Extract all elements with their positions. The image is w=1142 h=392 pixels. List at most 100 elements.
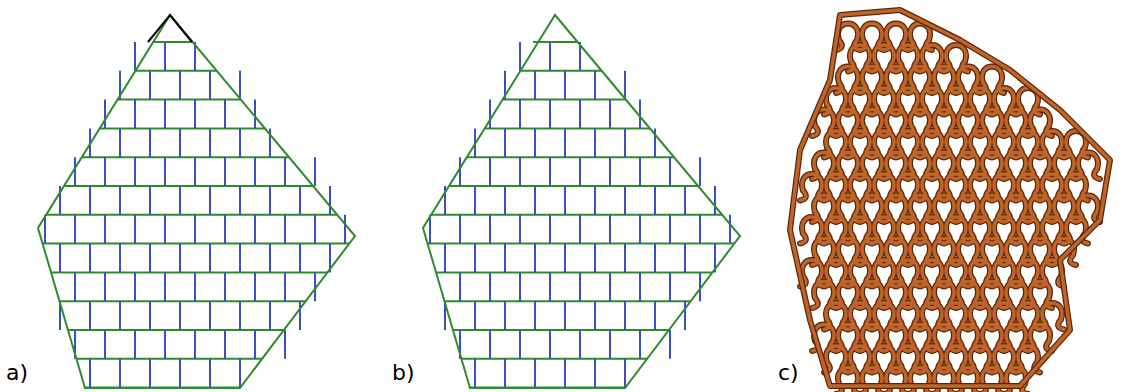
wale-line: [224, 330, 226, 359]
wale-line: [134, 272, 136, 301]
wale-line: [504, 128, 506, 157]
wale-line: [209, 128, 211, 157]
course-line: [0, 70, 380, 72]
wale-line: [104, 100, 106, 129]
wale-line: [209, 71, 211, 100]
wale-line: [164, 100, 166, 129]
wale-line: [179, 359, 181, 388]
wale-line: [194, 215, 196, 244]
course-line: [385, 243, 765, 245]
course-line: [0, 300, 380, 302]
wale-line: [624, 301, 626, 330]
wale-line: [639, 330, 641, 359]
wale-line: [684, 186, 686, 215]
wale-line: [284, 330, 286, 359]
wale-line: [164, 42, 166, 71]
course-line: [385, 329, 765, 331]
wale-line: [624, 71, 626, 100]
wale-line: [594, 301, 596, 330]
wale-line: [489, 330, 491, 359]
mesh-outline-b: [423, 15, 740, 388]
knit-yarn: [790, 10, 1110, 392]
wale-line: [549, 42, 551, 71]
wale-line: [549, 100, 551, 129]
yarn-edge-shadow: [790, 10, 1110, 386]
wale-line: [474, 244, 476, 273]
wale-line: [624, 244, 626, 273]
wale-line: [474, 186, 476, 215]
course-line: [0, 358, 380, 360]
wale-line: [134, 100, 136, 129]
wale-line: [519, 157, 521, 186]
wale-line: [504, 244, 506, 273]
course-line: [0, 271, 380, 273]
wale-line: [239, 301, 241, 330]
wale-line: [224, 215, 226, 244]
wale-line: [89, 359, 91, 388]
wale-line: [669, 272, 671, 301]
wale-line: [149, 244, 151, 273]
wale-line: [564, 128, 566, 157]
wale-line: [194, 157, 196, 186]
wale-line: [624, 186, 626, 215]
wale-line: [549, 157, 551, 186]
wale-line: [609, 330, 611, 359]
wale-line: [534, 244, 536, 273]
wale-line: [344, 215, 346, 244]
wale-line: [564, 244, 566, 273]
course-line: [385, 99, 765, 101]
wale-line: [564, 71, 566, 100]
wale-line: [564, 186, 566, 215]
wale-line: [459, 272, 461, 301]
wale-line: [119, 128, 121, 157]
wale-line: [729, 215, 731, 244]
wale-line: [594, 244, 596, 273]
wale-line: [669, 215, 671, 244]
wale-line: [654, 244, 656, 273]
wale-line: [209, 186, 211, 215]
wale-line: [699, 157, 701, 186]
wale-line: [179, 128, 181, 157]
wale-line: [549, 272, 551, 301]
wale-line: [579, 272, 581, 301]
wale-line: [564, 359, 566, 388]
wale-line: [534, 128, 536, 157]
wale-line: [119, 244, 121, 273]
course-line: [385, 214, 765, 216]
wale-line: [239, 244, 241, 273]
course-line: [0, 127, 380, 129]
wale-line: [254, 330, 256, 359]
wale-line: [149, 128, 151, 157]
wale-line: [534, 301, 536, 330]
black-triangle: [148, 15, 192, 42]
wale-line: [594, 71, 596, 100]
wale-line: [534, 359, 536, 388]
course-line: [0, 329, 380, 331]
wale-line: [624, 359, 626, 388]
wale-line: [504, 301, 506, 330]
wale-line: [89, 301, 91, 330]
wale-line: [134, 330, 136, 359]
wale-line: [579, 330, 581, 359]
wale-line: [254, 100, 256, 129]
yarn: [800, 24, 1100, 392]
wale-line: [594, 186, 596, 215]
wale-line: [314, 157, 316, 186]
wale-line: [714, 186, 716, 215]
wale-line: [239, 359, 241, 388]
wale-line: [254, 215, 256, 244]
wale-line: [489, 157, 491, 186]
panel-label: c): [778, 362, 799, 384]
course-line: [0, 214, 380, 216]
wale-line: [194, 272, 196, 301]
wale-line: [179, 244, 181, 273]
wale-line: [194, 330, 196, 359]
wale-line: [284, 272, 286, 301]
wale-line: [609, 272, 611, 301]
wale-line: [534, 186, 536, 215]
wale-line: [149, 301, 151, 330]
wale-line: [209, 301, 211, 330]
wale-line: [639, 157, 641, 186]
wale-line: [179, 301, 181, 330]
wale-line: [459, 215, 461, 244]
